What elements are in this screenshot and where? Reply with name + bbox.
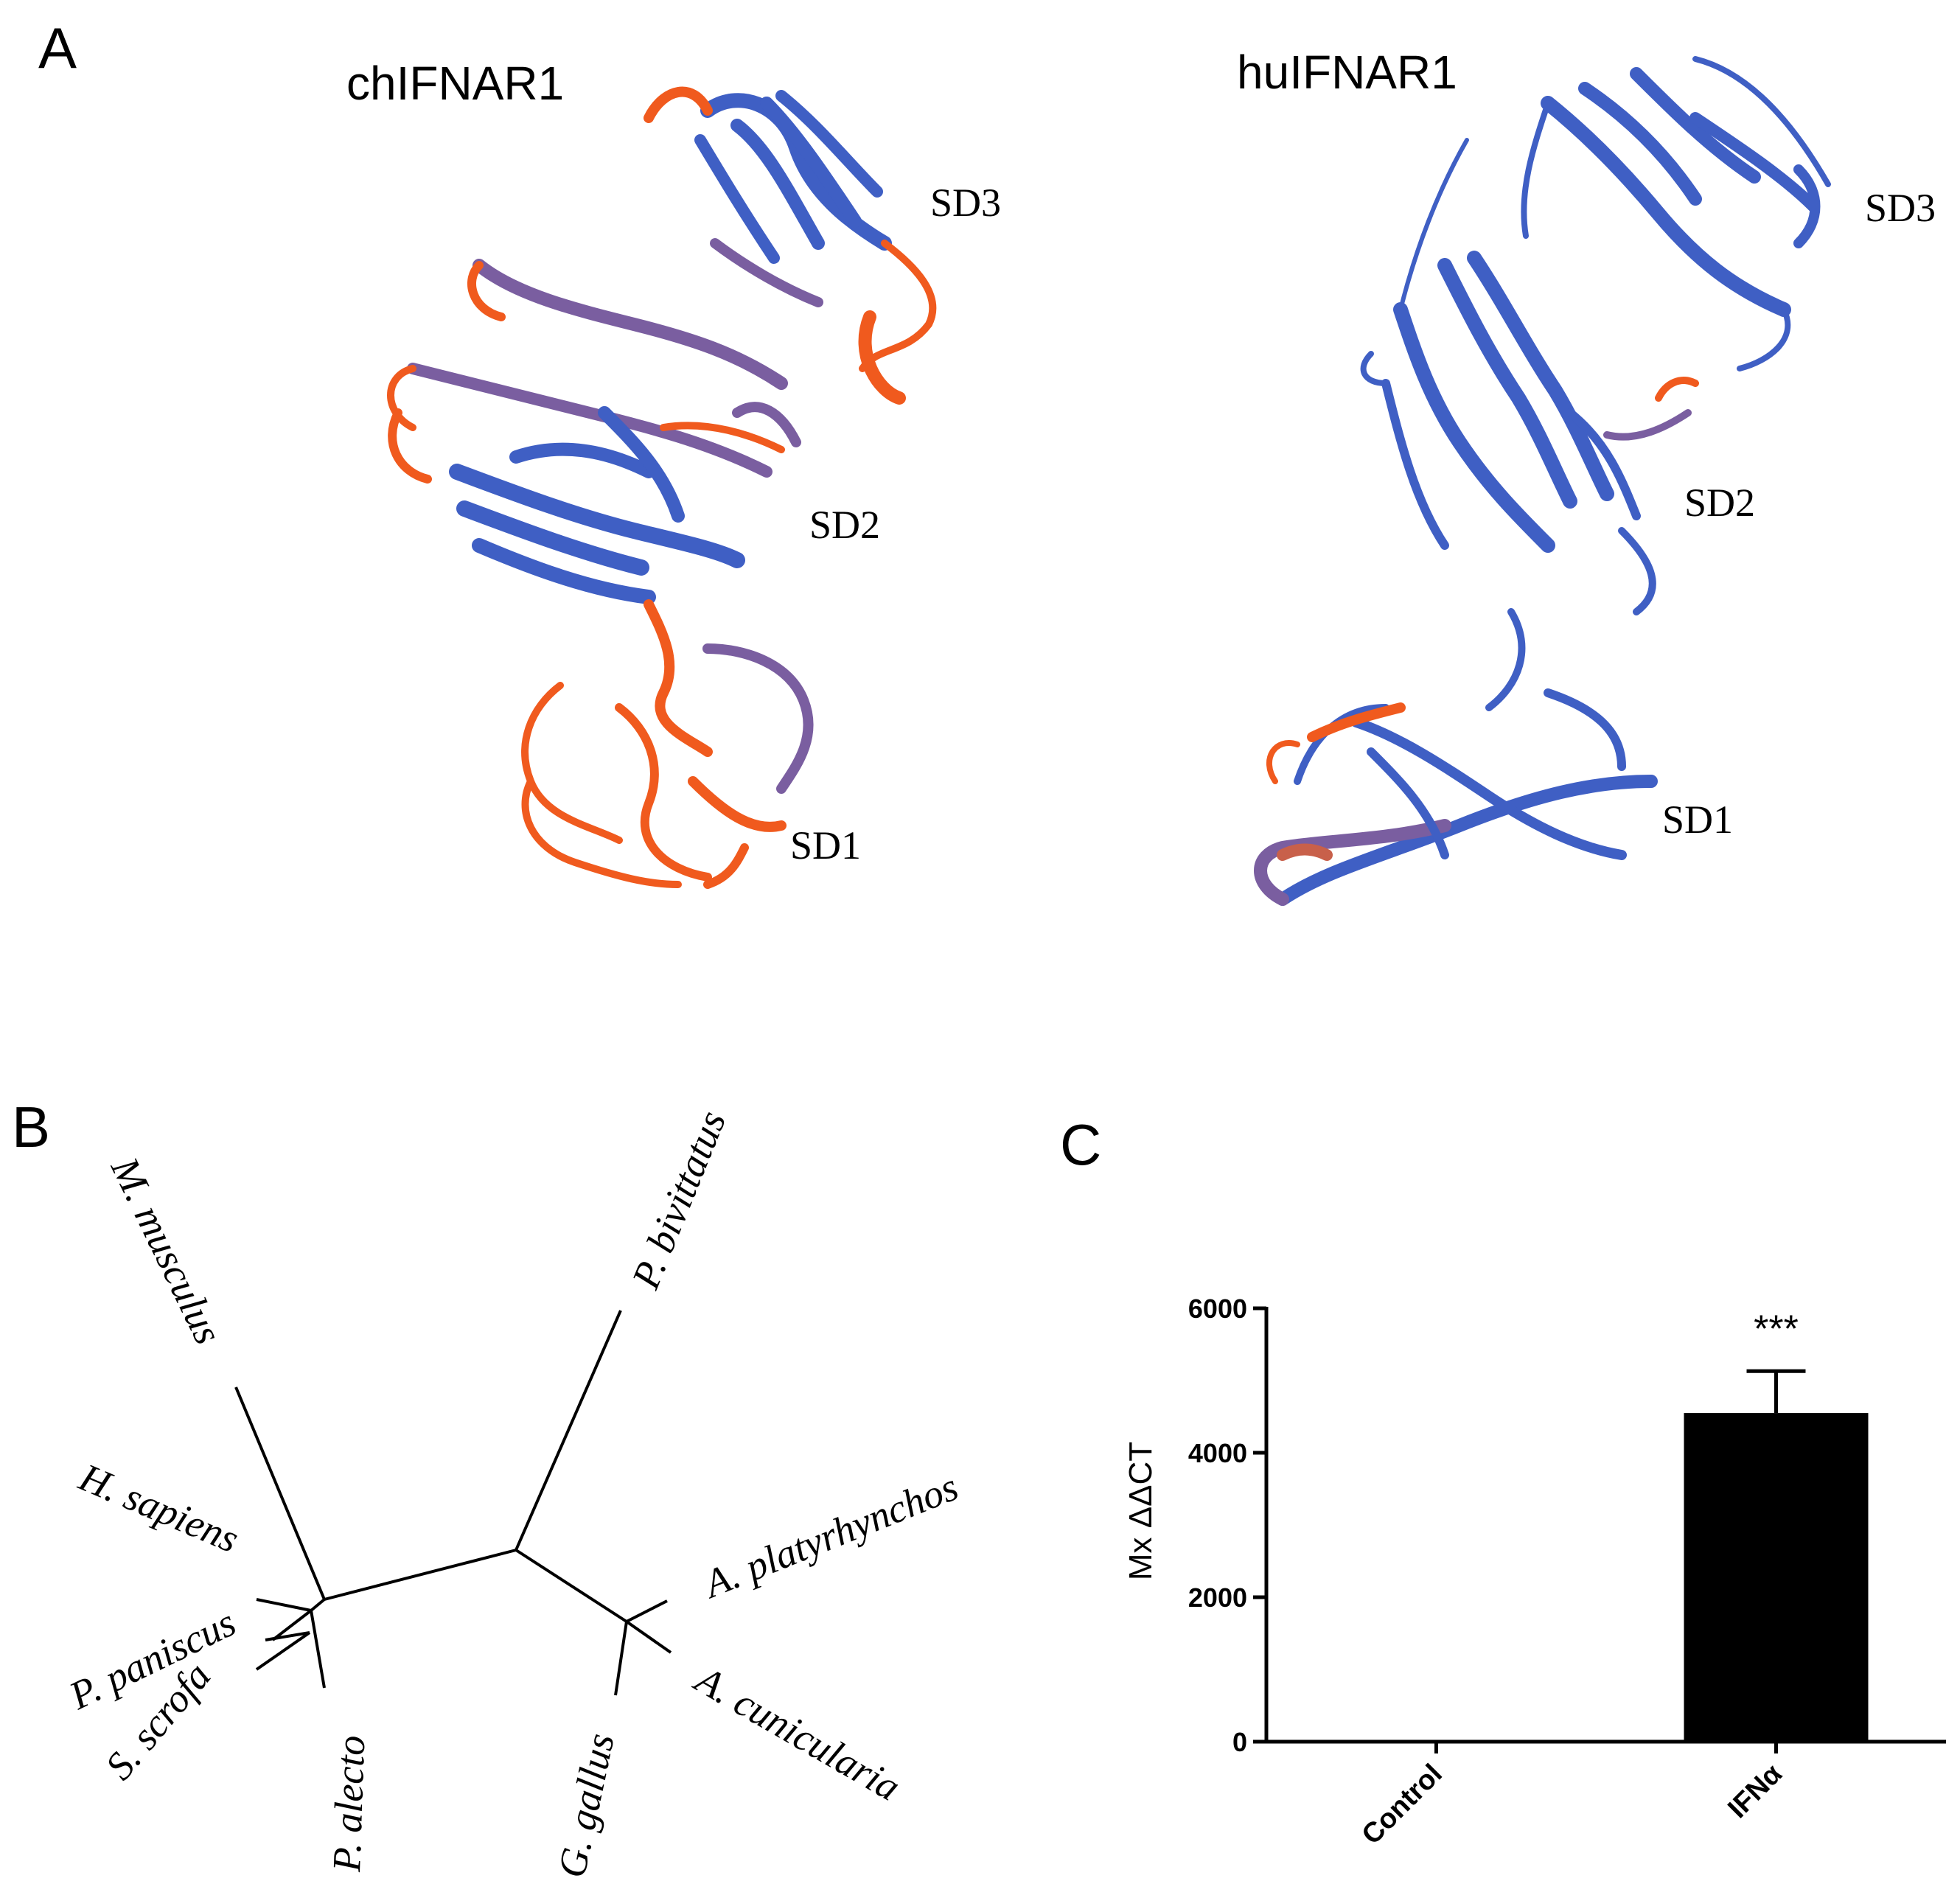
species-m-musculus: M. musculus <box>102 1150 231 1351</box>
species-a-platyrhynchos: A. platyrhynchos <box>696 1465 964 1607</box>
huifnar1-sd3-label: SD3 <box>1865 186 1936 230</box>
chifnar1-sd1-domain <box>521 599 814 889</box>
branch-a-platyrhynchos <box>626 1599 668 1623</box>
panel-a-letter: A <box>38 15 77 80</box>
branch-p-bivittatus <box>515 1310 622 1551</box>
bar <box>1684 1413 1869 1742</box>
y-tick-label: 2000 <box>1188 1582 1247 1613</box>
category-label: Control <box>1356 1759 1448 1851</box>
huifnar1-structure: huIFNAR1 <box>1237 46 1936 906</box>
branch-left-node <box>310 1598 326 1612</box>
species-g-gallus: G. gallus <box>549 1729 623 1881</box>
chifnar1-structure: chIFNAR1 <box>346 57 1001 889</box>
chifnar1-sd2-label: SD2 <box>809 503 880 547</box>
branch-h-sapiens <box>256 1598 312 1612</box>
chifnar1-title: chIFNAR1 <box>346 57 564 110</box>
species-p-alecto: P. alecto <box>324 1734 373 1873</box>
huifnar1-ribbon <box>1254 56 1831 906</box>
branch-g-gallus <box>614 1621 628 1696</box>
tree-internal-branch <box>324 1549 517 1601</box>
species-p-bivittatus: P. bivittatus <box>623 1104 734 1295</box>
huifnar1-sd3-domain <box>1398 56 1831 371</box>
branch-p-alecto <box>310 1610 326 1689</box>
category-label: IFNα <box>1722 1759 1788 1825</box>
branch-left-subnode <box>271 1609 313 1641</box>
y-axis-title: Mx ΔΔCT <box>1123 1442 1159 1580</box>
huifnar1-sd2-domain <box>1360 251 1699 615</box>
branch-a-cunicularia <box>625 1620 672 1654</box>
branch-s-scrofa <box>255 1631 311 1671</box>
branch-p-paniscus <box>265 1631 310 1641</box>
species-labels: M. musculus P. bivittatus H. sapiens P. … <box>62 1104 964 1881</box>
huifnar1-sd1-label: SD1 <box>1662 798 1733 842</box>
species-h-sapiens: H. sapiens <box>72 1454 245 1561</box>
huifnar1-sd2-label: SD2 <box>1684 481 1755 525</box>
y-tick-label: 4000 <box>1188 1438 1247 1468</box>
chifnar1-sd2-domain <box>387 259 801 604</box>
chifnar1-sd1-label: SD1 <box>790 823 861 868</box>
significance-marker: *** <box>1754 1308 1799 1350</box>
branch-m-musculus <box>234 1386 326 1600</box>
chifnar1-sd3-label: SD3 <box>930 181 1001 225</box>
huifnar1-title: huIFNAR1 <box>1237 46 1457 99</box>
species-a-cunicularia: A. cunicularia <box>686 1656 907 1810</box>
chifnar1-sd3-domain <box>644 86 937 405</box>
panel-c-letter: C <box>1060 1112 1101 1177</box>
panel-b-letter: B <box>12 1095 50 1159</box>
branch-right-node <box>515 1549 628 1623</box>
phylogenetic-tree <box>234 1310 672 1696</box>
huifnar1-sd1-domain <box>1254 608 1658 906</box>
y-tick-label: 6000 <box>1188 1294 1247 1324</box>
y-tick-label: 0 <box>1232 1727 1247 1757</box>
chifnar1-ribbon <box>387 86 937 889</box>
